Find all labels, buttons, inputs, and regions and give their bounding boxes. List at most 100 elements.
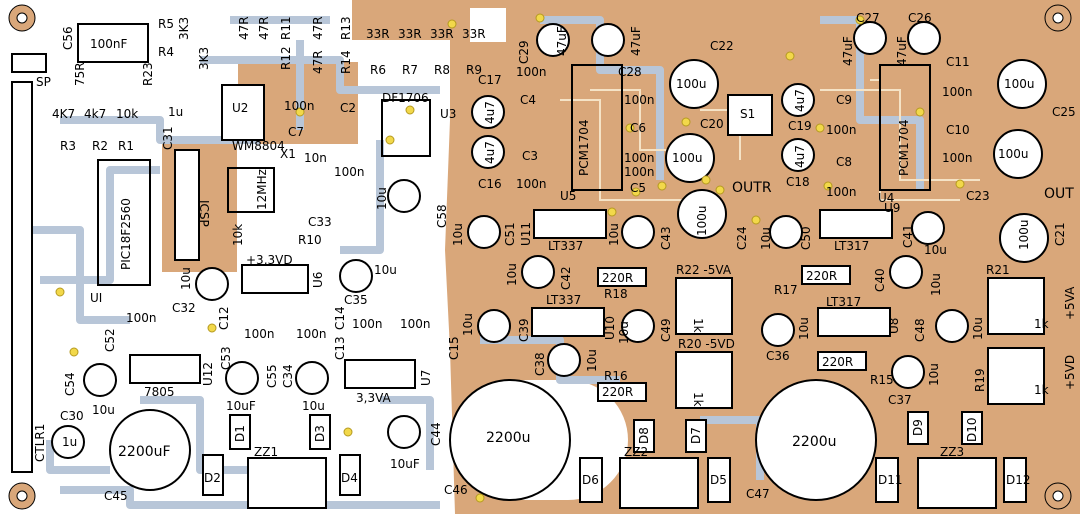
label-c2-value: 100n — [334, 165, 365, 179]
label-c22-value: 100u — [676, 77, 707, 91]
label-r13: R13 — [339, 16, 353, 40]
label-c11-value: 100n — [942, 85, 973, 99]
label-c41: C41 — [901, 224, 915, 248]
label-u4: U4 — [878, 191, 894, 205]
label-c23-value: 100u — [998, 147, 1029, 161]
label-r10-value: 10k — [231, 224, 245, 246]
label-7805: 7805 — [144, 385, 175, 399]
label-c25-value: 100u — [1004, 77, 1035, 91]
label-r11-value: 47R — [237, 16, 251, 40]
label-c52-value: 100n — [126, 311, 157, 325]
label-c58-value: 10u — [375, 187, 389, 210]
label-c18: C18 — [786, 175, 810, 189]
label-c3: C3 — [522, 149, 538, 163]
label-c54-value: 10u — [92, 403, 115, 417]
label-c10: C10 — [946, 123, 970, 137]
mounting-holes — [8, 4, 1072, 510]
label-5va: +5VA — [1063, 286, 1077, 320]
label-c21-value: 100u — [1017, 219, 1031, 250]
label-outr: OUTR — [732, 180, 772, 196]
label-r5: R5 — [158, 17, 174, 31]
label-d4: D4 — [341, 471, 358, 485]
label-df1706: DF1706 — [382, 91, 429, 105]
label-c14: C14 — [333, 306, 347, 330]
label-c24: C24 — [735, 226, 749, 250]
label-sp: SP — [36, 75, 51, 89]
label-c44: C44 — [429, 422, 443, 446]
label-lt317-bottom: LT317 — [826, 295, 861, 309]
label-x1: X1 — [280, 147, 296, 161]
label-ctlr1: CTLR1 — [33, 424, 47, 462]
label-c47: C47 — [746, 487, 770, 501]
label-c42-value: 10u — [505, 263, 519, 286]
label-c15-value: 100n — [400, 317, 431, 331]
label-r15: R15 — [870, 373, 894, 387]
label-c21: C21 — [1053, 222, 1067, 246]
label-pcm1704-left: PCM1704 — [577, 119, 591, 176]
label-lt337-bottom: LT337 — [546, 293, 581, 307]
label-r9: R9 — [466, 63, 482, 77]
label-d6: D6 — [582, 473, 599, 487]
label-u2: U2 — [232, 101, 248, 115]
label-c17: C17 — [478, 73, 502, 87]
label-c40: C40 — [873, 268, 887, 292]
label-c-unk-value: 47uF — [629, 26, 643, 56]
label-c31-value: 1u — [168, 105, 183, 119]
label-r11: R11 — [279, 16, 293, 40]
label-c37-value: 10u — [927, 363, 941, 386]
label-c56: C56 — [61, 26, 75, 50]
label-c48-value: 10u — [971, 317, 985, 340]
label-r1: R1 — [118, 139, 134, 153]
label-d12: D12 — [1006, 473, 1031, 487]
label-d2: D2 — [204, 471, 221, 485]
label-c9: C9 — [836, 93, 852, 107]
label-r21: R21 — [986, 263, 1010, 277]
label-r2-value: 4k7 — [84, 107, 106, 121]
label-r20: R20 -5VD — [678, 337, 735, 351]
label-c37: C37 — [888, 393, 912, 407]
label-c16: C16 — [478, 177, 502, 191]
label-c4-value: 100n — [516, 65, 547, 79]
label-c11: C11 — [946, 55, 970, 69]
label-r7-value: 33R — [398, 27, 422, 41]
silkscreen-labels: C56 100nF SP R5 R4 3K3 3K3 47R 47R R11 R… — [33, 11, 1077, 503]
label-zz1: ZZ1 — [254, 445, 278, 459]
label-c54: C54 — [63, 372, 77, 396]
label-c36: C36 — [766, 349, 790, 363]
label-c6-value: 100n — [624, 151, 655, 165]
label-r13-value: 47R — [311, 16, 325, 40]
label-c34-value: 10u — [302, 399, 325, 413]
label-d8: D8 — [637, 427, 651, 444]
label-c34: C34 — [281, 364, 295, 388]
label-r10: R10 — [298, 233, 322, 247]
label-r8: R8 — [434, 63, 450, 77]
label-r19-value: 1k — [1034, 383, 1049, 397]
label-d1: D1 — [233, 425, 247, 442]
label-r22: R22 -5VA — [676, 263, 732, 277]
label-r3-value: 4K7 — [52, 107, 75, 121]
label-d5: D5 — [710, 473, 727, 487]
label-c53: C53 — [219, 346, 233, 370]
label-u12: U12 — [201, 362, 215, 386]
label-c14-value: 100n — [296, 327, 327, 341]
label-u11: U11 — [519, 222, 533, 246]
label-c20: C20 — [700, 117, 724, 131]
label-r14: R14 — [339, 50, 353, 74]
label-c13-value: 100n — [352, 317, 383, 331]
label-c27: C27 — [856, 11, 880, 25]
label-c48: C48 — [913, 318, 927, 342]
label-c13: C13 — [333, 336, 347, 360]
label-5vd: +5VD — [1063, 355, 1077, 390]
label-c45-value: 2200uF — [118, 444, 171, 460]
label-u10: U10 — [603, 316, 617, 340]
label-c6: C6 — [630, 121, 646, 135]
label-c39: C39 — [517, 318, 531, 342]
label-c33: C33 — [308, 215, 332, 229]
label-c52: C52 — [103, 328, 117, 352]
label-c55: C55 — [265, 364, 279, 388]
label-r15-value: 220R — [822, 355, 853, 369]
label-r17-value: 220R — [806, 269, 837, 283]
label-c15: C15 — [447, 336, 461, 360]
label-u7: U7 — [419, 370, 433, 386]
